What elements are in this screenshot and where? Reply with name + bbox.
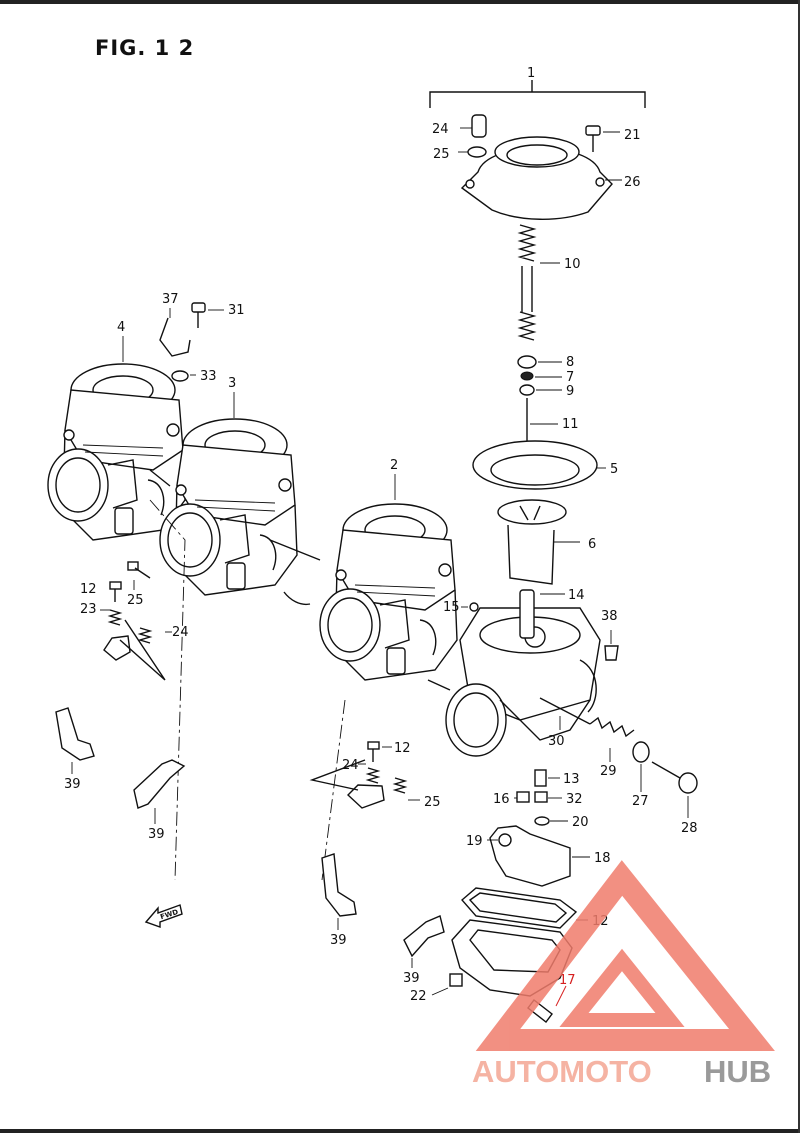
- callout-30: 27: [632, 794, 649, 809]
- callout-10: 10: [564, 257, 581, 272]
- callout-39c: 39: [330, 933, 347, 948]
- callout-8: 8: [566, 355, 574, 370]
- hose-39b: [133, 759, 186, 809]
- part-cap: [460, 114, 487, 138]
- part-spring-10: [517, 224, 560, 341]
- callout-28: 25: [127, 593, 144, 608]
- callout-39b: 39: [148, 827, 165, 842]
- callout-36: 33: [200, 369, 217, 384]
- callout-12b: 12: [394, 741, 411, 756]
- carburetor-2: [319, 503, 458, 681]
- hose-39a: [55, 707, 95, 761]
- scan-border-bottom: [0, 1129, 800, 1133]
- callout-22: 21: [624, 128, 641, 143]
- callout-27: 25: [433, 147, 450, 162]
- callout-12a: 12: [80, 582, 97, 597]
- part-piston: [497, 499, 580, 585]
- scan-border-right: [798, 0, 800, 1133]
- scan-border-top: [0, 0, 800, 4]
- carburetor-1-body: [445, 589, 601, 757]
- callout-39d: 39: [403, 971, 420, 986]
- callout-38: 38: [601, 609, 618, 624]
- callout-4: 4: [117, 320, 125, 335]
- callout-18: 17: [559, 973, 576, 988]
- callout-3: 3: [228, 376, 236, 391]
- callout-5: 5: [610, 462, 618, 477]
- part-screw-22: [585, 125, 620, 152]
- callout-29: 26: [624, 175, 641, 190]
- callout-9: 9: [566, 384, 574, 399]
- callout-23: 22: [410, 989, 427, 1004]
- callout-6: 6: [588, 537, 596, 552]
- callout-2: 2: [390, 458, 398, 473]
- callout-34: 31: [228, 303, 245, 318]
- callout-31: 28: [681, 821, 698, 836]
- callout-33: 30: [548, 734, 565, 749]
- fwd-arrow-icon: FWD: [144, 904, 183, 928]
- callout-21: 20: [572, 815, 589, 830]
- callout-16: 15: [443, 600, 460, 615]
- callout-7: 7: [566, 370, 574, 385]
- callout-11: 11: [562, 417, 579, 432]
- carburetor-4: [47, 363, 186, 541]
- callout-32: 29: [600, 764, 617, 779]
- callout-25a: 24: [172, 625, 189, 640]
- part-diaphragm: [472, 440, 606, 490]
- callout-15: 14: [568, 588, 585, 603]
- callout-group-1: 1: [429, 66, 646, 108]
- watermark-text-b: HUB: [704, 1054, 771, 1089]
- callout-25b: 25: [424, 795, 441, 810]
- figure-title: FIG. 1 2: [95, 36, 195, 60]
- callout-17: 16: [493, 792, 510, 807]
- callout-1: 1: [527, 66, 535, 81]
- hose-39c: [321, 853, 357, 917]
- callout-35: 32: [566, 792, 583, 807]
- gasket: [461, 887, 578, 929]
- callout-19: 18: [594, 851, 611, 866]
- watermark-logo-icon: [475, 860, 775, 1051]
- watermark-text-a: AUTOMOTO: [472, 1054, 652, 1089]
- callout-26: 24: [432, 122, 449, 137]
- hose-39d: [403, 915, 445, 958]
- callout-37: 37: [162, 292, 179, 307]
- top-cover: [460, 136, 613, 220]
- callout-39a: 39: [64, 777, 81, 792]
- callout-14: 13: [563, 772, 580, 787]
- callout-20: 19: [466, 834, 483, 849]
- callout-24a: 23: [80, 602, 97, 617]
- callout-24b: 24: [342, 758, 359, 773]
